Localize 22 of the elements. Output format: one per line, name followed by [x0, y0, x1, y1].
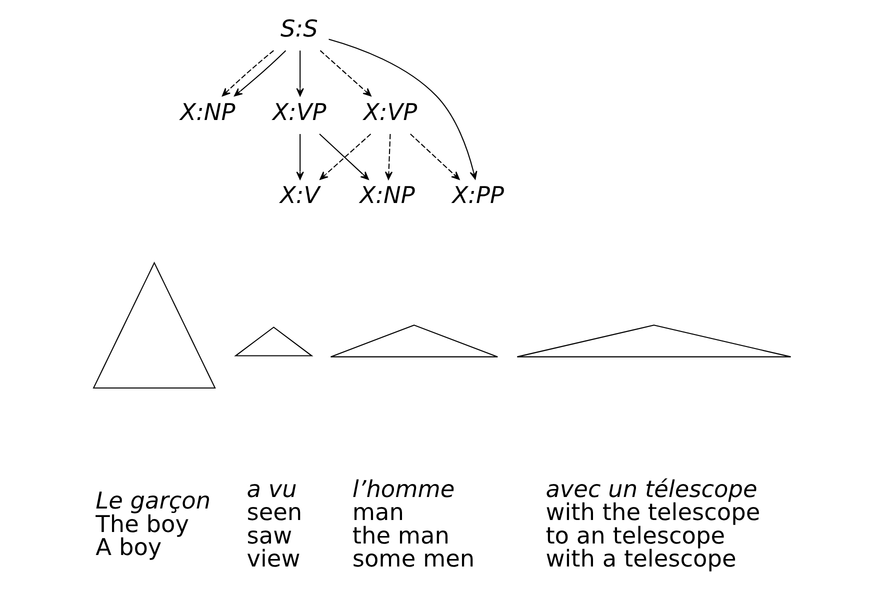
arrow	[328, 38, 477, 180]
arrow	[296, 134, 304, 180]
arrow	[296, 50, 304, 96]
node-triangle	[516, 324, 791, 358]
node-text: X:V	[280, 182, 320, 210]
node-triangle	[330, 324, 498, 358]
node-text: X:NP	[180, 98, 235, 126]
node-label: to an telescope	[545, 522, 725, 550]
node-triangle	[92, 262, 216, 389]
arrow	[234, 50, 286, 96]
node-text: X:NP	[359, 182, 414, 210]
node-triangle	[234, 326, 313, 356]
node-label: A boy	[95, 534, 162, 562]
node-text: X:VP	[362, 98, 417, 126]
node-text: X:VP	[272, 98, 326, 126]
arrow	[319, 50, 371, 96]
arrow	[221, 50, 274, 96]
node-text: X:PP	[452, 182, 504, 210]
node-label: avec un télescope	[545, 476, 757, 503]
arrow	[384, 134, 392, 180]
node-text: S:S	[280, 15, 318, 42]
arrow	[410, 134, 460, 180]
